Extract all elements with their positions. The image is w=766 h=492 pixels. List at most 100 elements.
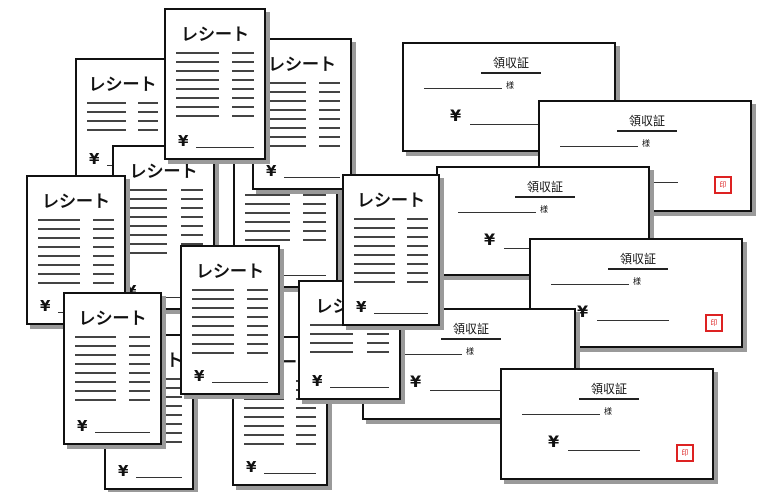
receipt-line <box>354 245 395 247</box>
receipt-line <box>296 443 316 445</box>
ryoshusho-card: 領収証様¥印 <box>500 368 714 480</box>
yen-sign: ¥ <box>312 372 323 390</box>
receipt-line <box>124 189 167 191</box>
receipt-line <box>176 79 219 81</box>
ryoshusho-title: 領収証 <box>515 178 575 198</box>
receipt-line <box>245 194 290 196</box>
receipt-line <box>244 443 284 445</box>
receipt-line <box>87 102 126 104</box>
receipt-line <box>75 381 116 383</box>
receipt-line <box>176 52 219 54</box>
receipt-line <box>181 198 203 200</box>
receipt-line <box>264 91 306 93</box>
receipt-line <box>354 227 395 229</box>
receipt-line <box>124 207 167 209</box>
amount-line <box>568 450 640 451</box>
receipt-title: レシート <box>196 262 264 282</box>
ryoshusho-title: 領収証 <box>579 380 639 400</box>
receipt-line <box>354 263 395 265</box>
receipt-line <box>181 234 203 236</box>
receipt-line <box>87 120 126 122</box>
honorific-mark: 様 <box>540 205 548 214</box>
receipt-line <box>124 252 167 254</box>
receipt-line <box>264 145 306 147</box>
receipt-line <box>129 390 150 392</box>
payer-line <box>384 354 462 355</box>
receipt-line <box>93 255 114 257</box>
receipt-line <box>124 234 167 236</box>
amount-line <box>430 390 502 391</box>
receipt-line <box>264 118 306 120</box>
receipt-line <box>75 345 116 347</box>
receipt-line <box>407 272 428 274</box>
amount-line <box>374 313 428 314</box>
receipt-line <box>93 228 114 230</box>
receipt-line <box>93 219 114 221</box>
receipt-line <box>232 97 254 99</box>
ryoshusho-card: 領収証様 ¥ <box>402 42 616 152</box>
receipt-line <box>247 334 268 336</box>
receipt-title: レシート <box>42 192 110 212</box>
receipt-line <box>264 100 306 102</box>
receipt-line <box>164 432 182 434</box>
receipt-line <box>75 336 116 338</box>
receipt-line <box>407 236 428 238</box>
receipt-line <box>247 352 268 354</box>
amount-line <box>212 382 268 383</box>
receipt-line <box>244 425 284 427</box>
receipt-line <box>129 354 150 356</box>
yen-sign: ¥ <box>178 132 189 150</box>
receipt-line <box>407 227 428 229</box>
receipt-line <box>247 343 268 345</box>
receipt-line <box>310 324 353 326</box>
receipt-line <box>129 372 150 374</box>
receipt-line <box>192 316 234 318</box>
receipt-line <box>181 207 203 209</box>
receipt-line <box>87 111 126 113</box>
yen-sign: ¥ <box>484 230 496 249</box>
receipt-line <box>38 255 80 257</box>
honorific-mark: 様 <box>506 81 514 90</box>
receipt-line <box>138 129 158 131</box>
receipt-line <box>129 363 150 365</box>
receipt-line <box>232 52 254 54</box>
receipt-line <box>129 336 150 338</box>
receipt-line <box>232 106 254 108</box>
yen-sign: ¥ <box>450 106 462 125</box>
yen-sign: ¥ <box>356 298 367 316</box>
yen-sign: ¥ <box>77 417 88 435</box>
yen-sign: ¥ <box>194 367 205 385</box>
receipt-line <box>296 407 316 409</box>
receipt-line <box>354 218 395 220</box>
receipt-line <box>264 136 306 138</box>
receipt-line <box>232 79 254 81</box>
receipt-line <box>232 115 254 117</box>
receipt-line <box>181 216 203 218</box>
receipt-line <box>75 399 116 401</box>
receipt-line <box>164 387 182 389</box>
receipt-line <box>247 316 268 318</box>
receipt-line <box>303 230 326 232</box>
receipt: レシート¥ <box>164 8 266 160</box>
receipt-line <box>303 203 326 205</box>
receipt-line <box>232 88 254 90</box>
receipt-line <box>176 61 219 63</box>
ryoshusho-title: 領収証 <box>481 54 541 74</box>
amount-line <box>265 275 326 276</box>
ryoshusho-title: 領収証 <box>617 112 677 132</box>
receipt-line <box>354 254 395 256</box>
receipt-line <box>367 351 389 353</box>
yen-sign: ¥ <box>548 432 560 451</box>
receipt-line <box>93 237 114 239</box>
receipt-line <box>124 243 167 245</box>
receipt-line <box>192 325 234 327</box>
receipt-title: レシート <box>357 191 425 211</box>
receipt-line <box>244 407 284 409</box>
honorific-mark: 様 <box>642 139 650 148</box>
payer-line <box>551 284 629 285</box>
receipt-line <box>93 264 114 266</box>
amount-line <box>470 124 542 125</box>
receipt-line <box>164 441 182 443</box>
receipt-line <box>129 381 150 383</box>
honorific-mark: 様 <box>466 347 474 356</box>
